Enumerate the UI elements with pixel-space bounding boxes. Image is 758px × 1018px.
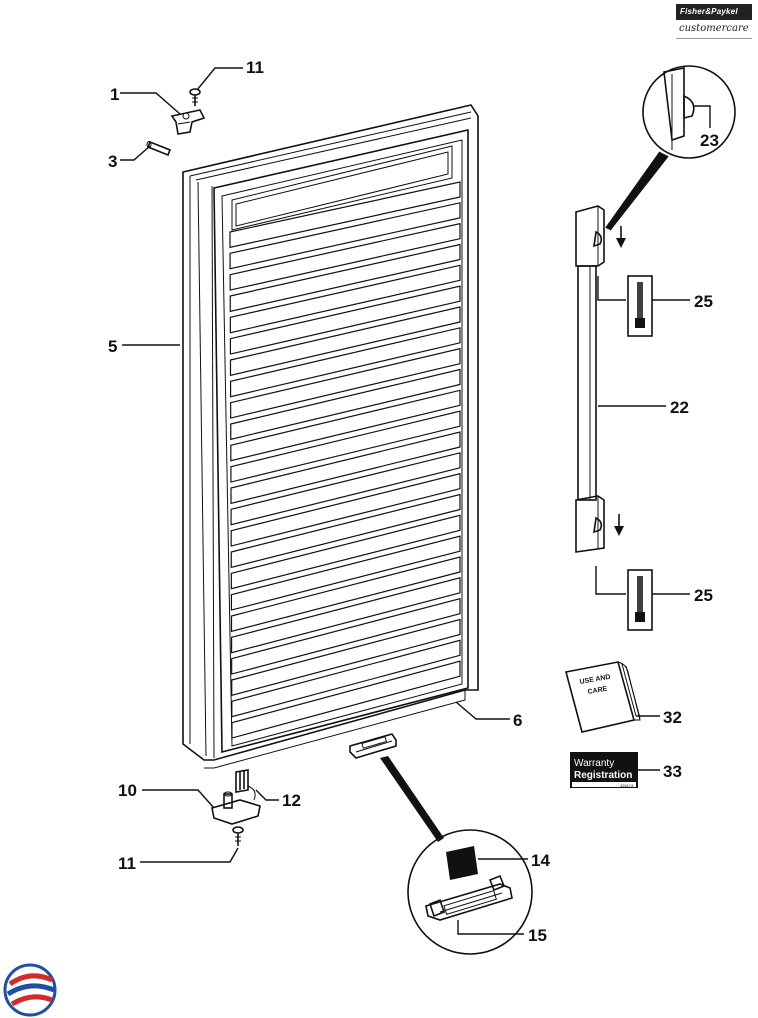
bottom-hinge-icon <box>211 769 261 825</box>
part-label: 11 <box>118 854 136 873</box>
stop-pad-icon <box>446 846 478 880</box>
brand-service-word: customer <box>679 23 727 34</box>
part-label: 23 <box>700 131 719 150</box>
part-label: 32 <box>663 708 682 727</box>
part-label: 5 <box>108 337 117 356</box>
louvre-slat <box>230 472 461 547</box>
brand-service-suffix: care <box>726 23 749 34</box>
part-label: 1 <box>110 85 119 104</box>
warranty-code: 426174 <box>620 783 634 788</box>
louvre-slat <box>231 660 461 739</box>
brand-service: customercare <box>676 20 752 39</box>
use-and-care-manual-icon: USE AND CARE <box>565 661 641 733</box>
door-louvres <box>229 181 461 739</box>
part-label: 3 <box>108 152 117 171</box>
louvre-slat <box>231 597 461 675</box>
brand-company: Fisher&Paykel <box>676 4 752 20</box>
part-label: 12 <box>282 791 301 810</box>
louvre-slat <box>230 389 461 462</box>
appliance-logo-icon <box>3 963 57 1017</box>
part-label: 6 <box>513 711 522 730</box>
louvre-slat <box>230 535 461 611</box>
door-stop-icon <box>349 733 397 759</box>
door-top-window <box>231 145 453 231</box>
louvre-slat <box>230 410 461 483</box>
louvre-slat <box>229 327 461 398</box>
handle-screw-top-icon <box>627 275 653 337</box>
handle-screw-bottom-icon <box>627 569 653 631</box>
louvre-slat <box>230 347 461 419</box>
louvre-slat <box>230 514 461 590</box>
warranty-line1: Warranty <box>574 758 614 769</box>
hinge-pin-icon <box>146 140 172 157</box>
louvre-slat <box>230 431 461 505</box>
part-label: 22 <box>670 398 689 417</box>
manual-line1: USE AND <box>579 674 611 686</box>
louvre-slat <box>229 264 461 334</box>
warranty-registration-card-icon: Warranty Registration 426174 <box>570 752 638 788</box>
leader-lines <box>120 67 711 935</box>
louvre-slat <box>230 577 461 654</box>
louvre-slat <box>230 452 461 526</box>
door-assembly <box>182 104 479 769</box>
screw-top-icon <box>189 88 201 106</box>
louvre-slat <box>231 639 461 718</box>
manual-line2: CARE <box>587 686 608 696</box>
part-label: 11 <box>246 58 264 77</box>
handle-clip-detail <box>605 65 736 231</box>
part-label: 15 <box>528 926 547 945</box>
screw-bottom-icon <box>232 826 244 846</box>
louvre-slat <box>229 285 461 355</box>
louvre-slat <box>230 556 461 633</box>
louvre-slat <box>229 222 461 291</box>
part-label: 10 <box>118 781 137 800</box>
louvre-slat <box>229 243 461 313</box>
louvre-slat <box>229 306 461 377</box>
door-handle-icon <box>575 205 626 553</box>
top-hinge-icon <box>170 109 206 135</box>
door-inner-panel <box>213 128 469 754</box>
part-label: 25 <box>694 586 713 605</box>
louvre-slat <box>231 618 461 697</box>
part-label: 33 <box>663 762 682 781</box>
door-stop-detail <box>380 756 533 955</box>
louvre-slat <box>230 493 461 569</box>
brand-logo: Fisher&Paykel customercare <box>676 4 752 44</box>
stop-holder-icon <box>425 883 513 921</box>
part-label: 14 <box>531 851 550 870</box>
louvre-slat <box>230 368 461 441</box>
part-number-labels: 1 3 5 6 10 11 11 12 14 15 22 23 25 25 32… <box>108 58 719 945</box>
louvre-slat <box>229 202 461 270</box>
warranty-line2: Registration <box>574 770 632 781</box>
louvre-slat <box>229 181 461 249</box>
part-label: 25 <box>694 292 713 311</box>
